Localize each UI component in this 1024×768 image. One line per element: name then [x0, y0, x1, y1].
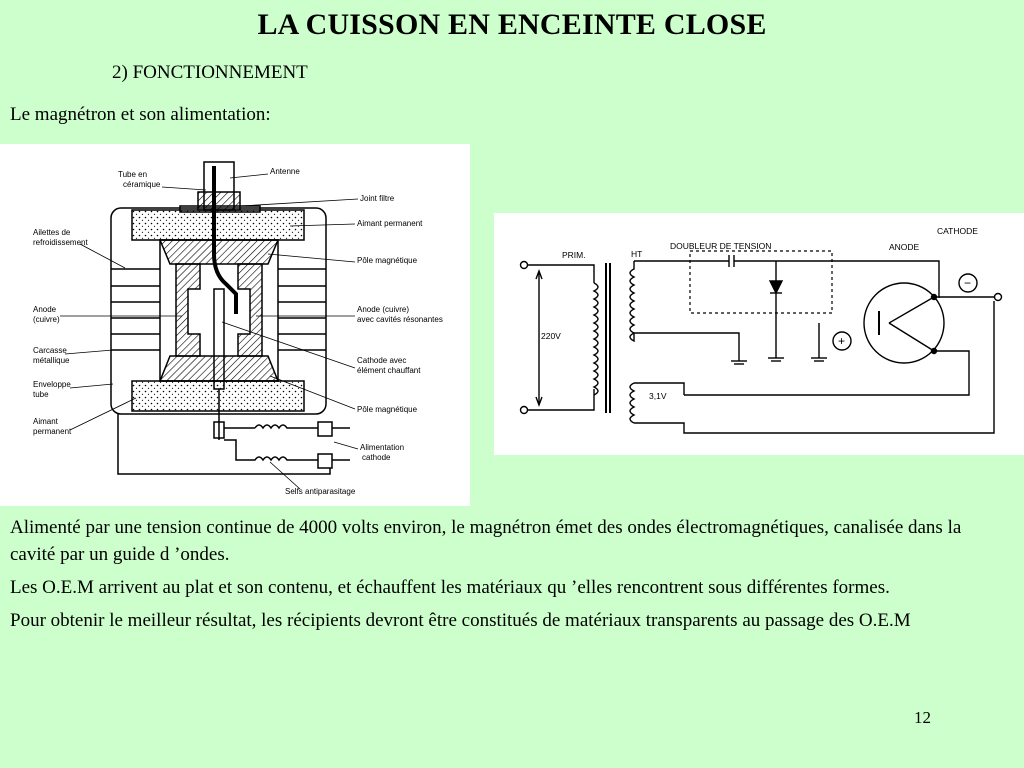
label-carcasse-2: métallique [33, 356, 70, 365]
label-anode-left-2: (cuivre) [33, 315, 60, 324]
label-anode-right-2: avec cavités résonantes [357, 315, 443, 324]
circuit-diagram: PRIM. HT DOUBLEUR DE TENSION ANODE CATHO… [494, 213, 1024, 455]
label-ailettes-1: Ailettes de [33, 228, 71, 237]
section-subtitle: 2) FONCTIONNEMENT [112, 62, 308, 83]
label-tube-ceramique-2: céramique [123, 180, 161, 189]
intro-text: Le magnétron et son alimentation: [10, 104, 271, 125]
label-3-1v: 3,1V [649, 391, 667, 401]
label-ht: HT [631, 249, 642, 259]
label-cathode-2: élément chauffant [357, 366, 421, 375]
body-text: Alimenté par une tension continue de 400… [10, 514, 1010, 640]
magnetron-svg: Tube en céramique Antenne Joint filtre A… [33, 161, 443, 496]
slide-title: LA CUISSON EN ENCEINTE CLOSE [257, 8, 767, 41]
label-aimant-permanent-top: Aimant permanent [357, 219, 423, 228]
label-pole-top: Pôle magnétique [357, 256, 418, 265]
anode-right [237, 263, 263, 357]
label-prim: PRIM. [562, 250, 586, 260]
paragraph-3: Pour obtenir le meilleur résultat, les r… [10, 610, 911, 631]
label-doubleur: DOUBLEUR DE TENSION [670, 241, 771, 251]
plus-sign: + [838, 334, 845, 348]
magnetron-diagram: Tube en céramique Antenne Joint filtre A… [0, 144, 470, 506]
label-cathode: CATHODE [937, 226, 978, 236]
page-number: 12 [914, 708, 931, 727]
bottom-pole [158, 355, 280, 382]
paragraph-2: Les O.E.M arrivent au plat et son conten… [10, 577, 890, 598]
label-alim-1: Alimentation [360, 443, 404, 452]
label-anode-left-1: Anode [33, 305, 57, 314]
label-anode: ANODE [889, 242, 920, 252]
top-pole [158, 239, 280, 265]
minus-sign: − [964, 276, 971, 290]
label-aimant-left-1: Aimant [33, 417, 59, 426]
label-antenne: Antenne [270, 167, 300, 176]
label-aimant-left-2: permanent [33, 427, 72, 436]
label-pole-bottom: Pôle magnétique [357, 405, 418, 414]
label-alim-2: cathode [362, 453, 391, 462]
label-selfs: Selfs antiparasitage [285, 487, 356, 496]
paragraph-1: Alimenté par une tension continue de 400… [10, 517, 962, 565]
circuit-svg: PRIM. HT DOUBLEUR DE TENSION ANODE CATHO… [519, 226, 1003, 434]
label-ailettes-2: refroidissement [33, 238, 88, 247]
label-carcasse-1: Carcasse [33, 346, 67, 355]
label-cathode-1: Cathode avec [357, 356, 406, 365]
top-magnet [131, 209, 305, 241]
bottom-magnet [131, 380, 305, 412]
label-220v: 220V [541, 331, 561, 341]
label-anode-right-1: Anode (cuivre) [357, 305, 409, 314]
anode-left [175, 263, 201, 357]
label-enveloppe-1: Enveloppe [33, 380, 71, 389]
label-tube-ceramique-1: Tube en [118, 170, 147, 179]
label-joint-filtre: Joint filtre [360, 194, 395, 203]
label-enveloppe-2: tube [33, 390, 49, 399]
